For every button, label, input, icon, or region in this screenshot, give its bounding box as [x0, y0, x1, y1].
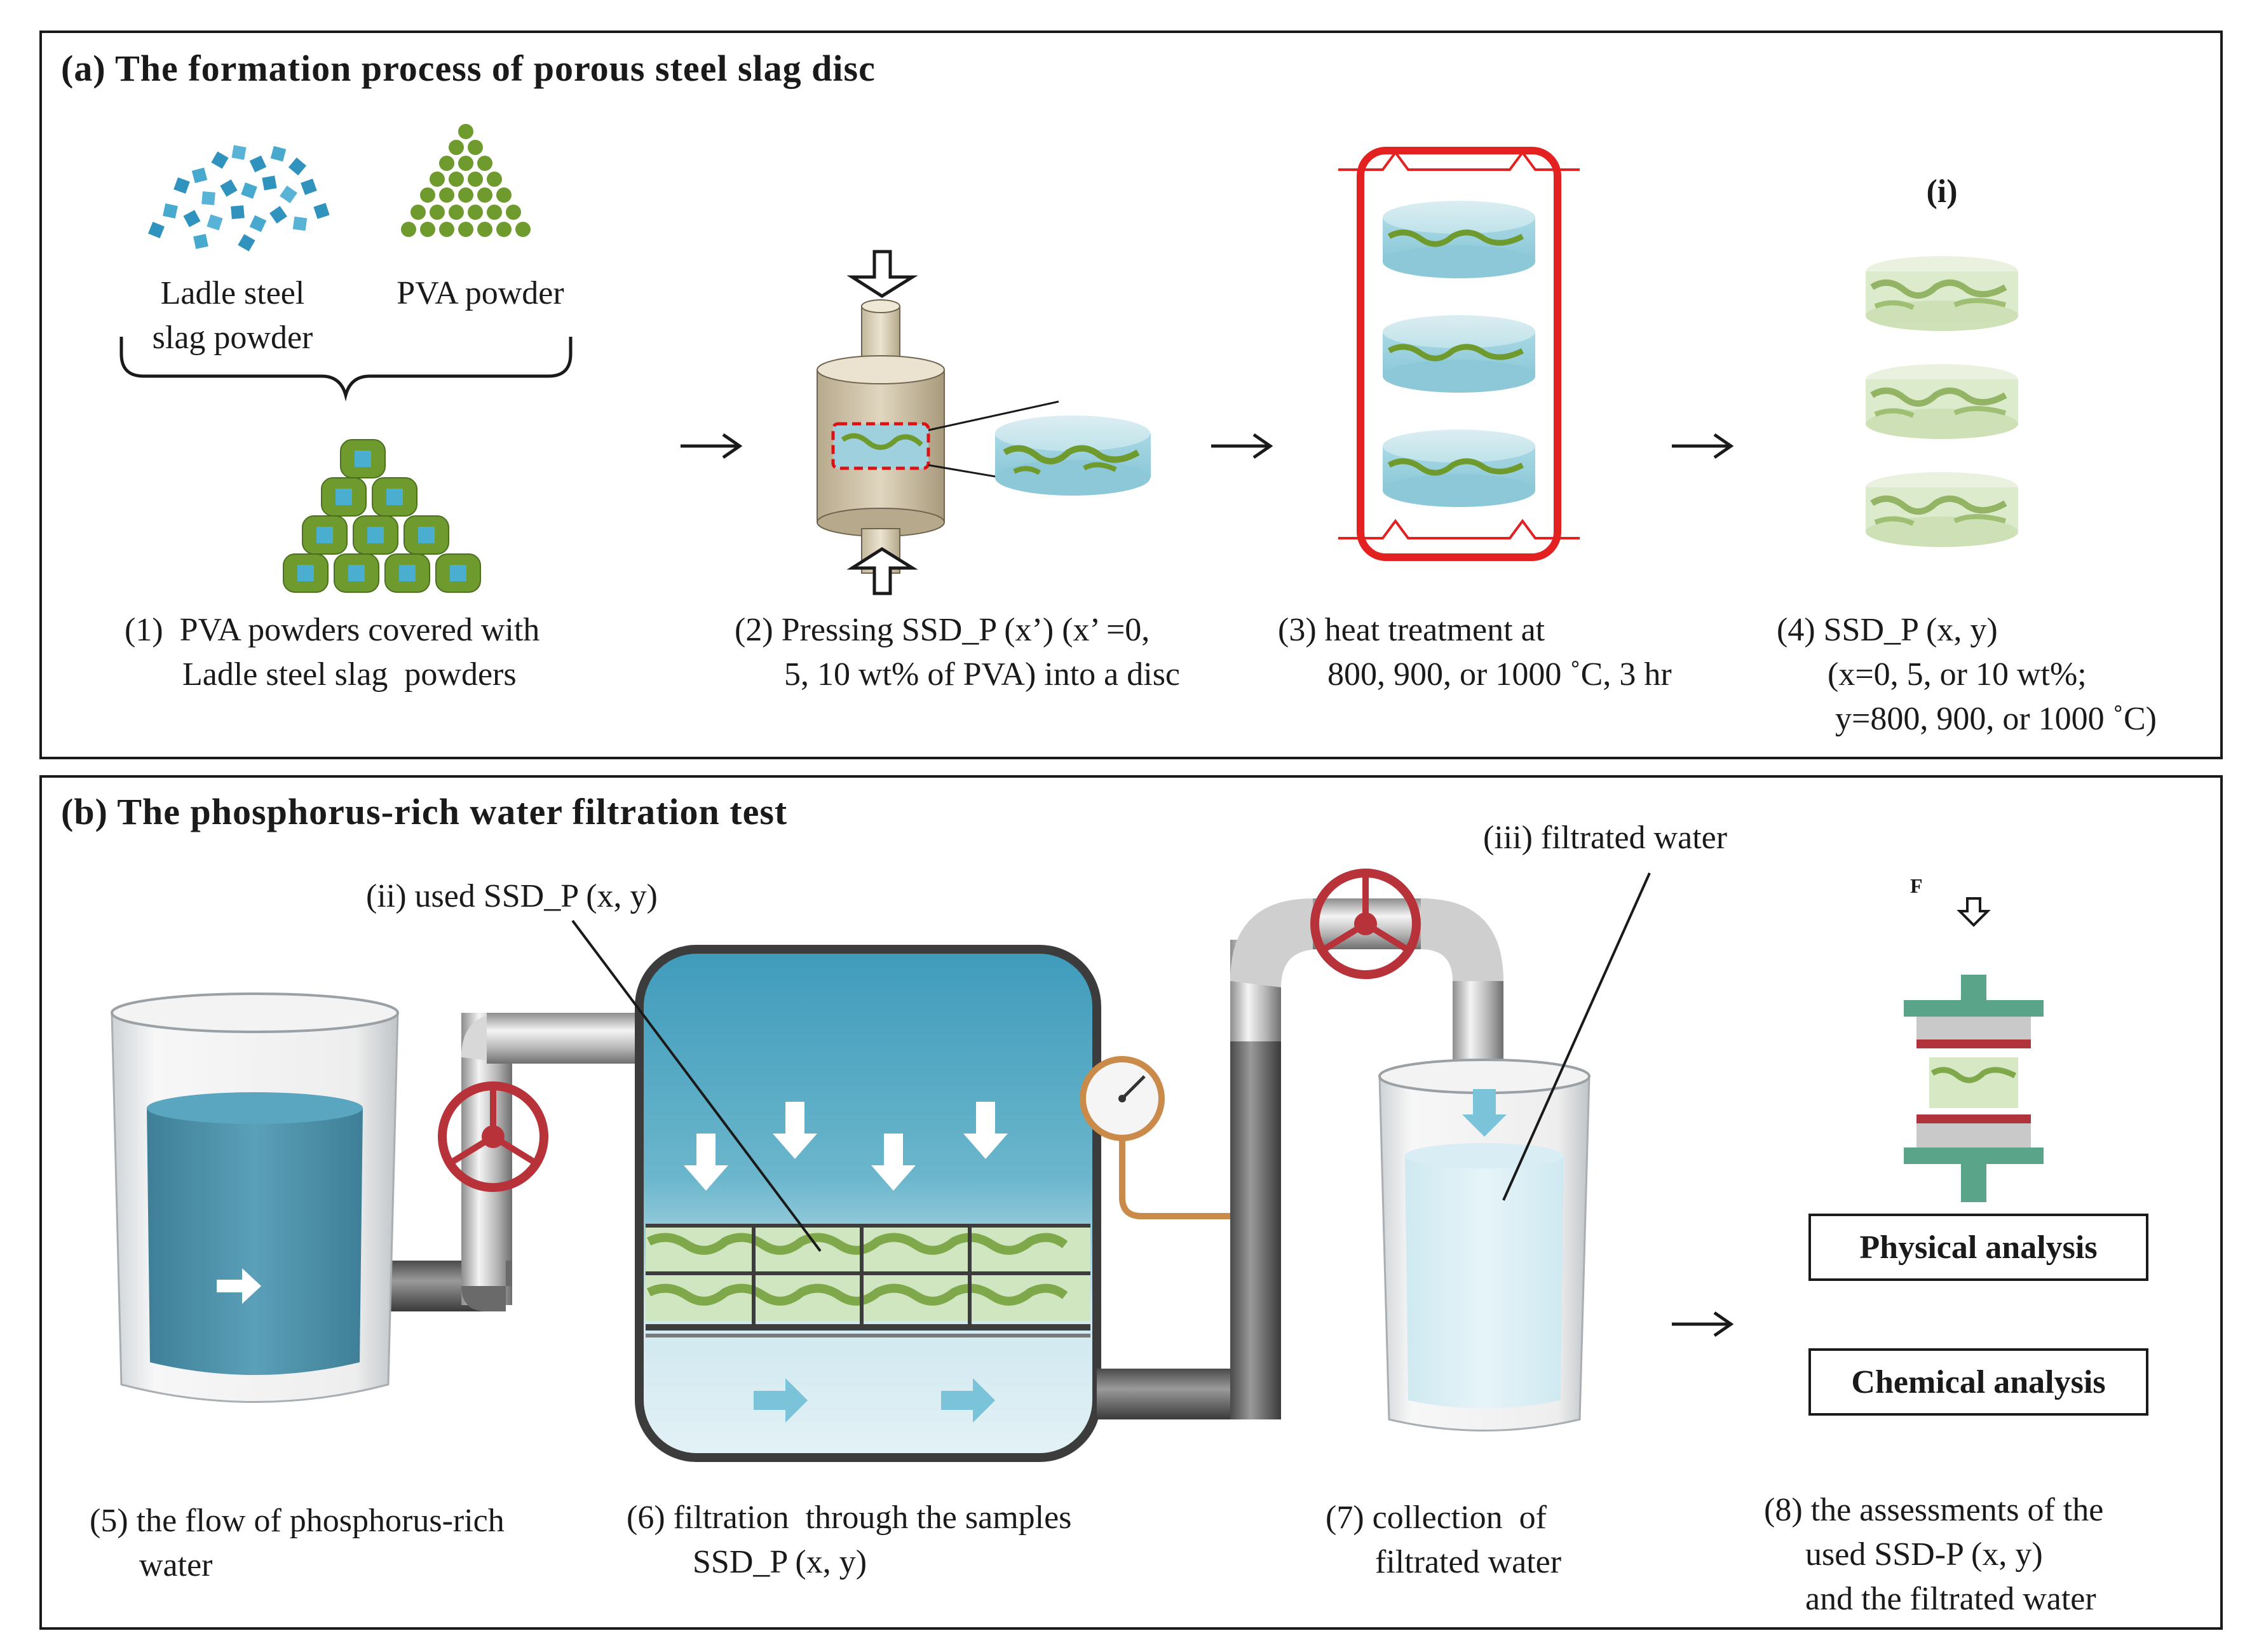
panel-b-title: (b) The phosphorus-rich water filtration…: [61, 791, 788, 832]
grouping-bracket: [119, 337, 573, 402]
porous-disc-stack: [1866, 256, 2018, 547]
panel-filtration-test: (b) The phosphorus-rich water filtration…: [39, 775, 2223, 1630]
ladle-slag-powder-icon: [147, 145, 330, 252]
process-arrow-1: [681, 433, 743, 459]
inlet-valve-icon: [438, 1081, 548, 1192]
pva-powder-label: PVA powder: [397, 275, 564, 311]
step-4-line-2: (x=0, 5, or 10 wt%;: [1828, 656, 2087, 693]
chemical-analysis-box: Chemical analysis: [1808, 1348, 2148, 1416]
source-beaker-icon: [111, 992, 399, 1403]
step-7-label: (7) collection of filtrated water: [1326, 1500, 1562, 1580]
outlet-valve-icon: [1310, 869, 1421, 979]
filtration-tank-icon: [635, 945, 1101, 1462]
marker-i: (i): [1926, 173, 1958, 210]
porous-disc-1: [1866, 256, 2018, 331]
step-4-line-1: (4) SSD_P (x, y): [1777, 612, 1998, 648]
furnace-disc-3: [1383, 430, 1535, 507]
porous-disc-3: [1866, 472, 2018, 547]
force-label: F: [1910, 874, 1923, 897]
step-4-line-3: y=800, 900, or 1000 ˚C): [1835, 701, 2157, 737]
furnace-disc-1: [1383, 201, 1535, 278]
step-5-label: (5) the flow of phosphorus-rich water: [90, 1503, 505, 1583]
panel-b-illustration: [111, 869, 2044, 1462]
pressed-disc-icon: [995, 416, 1151, 496]
process-arrow-3: [1672, 433, 1734, 459]
callout-ii-label: (ii) used SSD_P (x, y): [366, 878, 658, 914]
pva-powder-icon: [401, 124, 531, 237]
outflow-arrows: [754, 1378, 995, 1423]
furnace-disc-stack: [1383, 201, 1535, 507]
porous-disc-2: [1866, 364, 2018, 439]
step-1-label: (1) PVA powders covered with Ladle steel…: [125, 612, 540, 693]
panel-formation-process: (a) The formation process of porous stee…: [39, 30, 2223, 759]
process-arrow-4: [1672, 1311, 1734, 1337]
process-arrow-2: [1211, 433, 1273, 459]
callout-ii-line: [571, 919, 822, 1252]
pressure-gauge-icon: [1080, 1056, 1230, 1219]
downflow-arrows: [684, 1102, 1008, 1191]
physical-analysis-box: Physical analysis: [1808, 1214, 2148, 1281]
step-3-label: (3) heat treatment at 800, 900, or 1000 …: [1278, 612, 1672, 693]
panel-a-title: (a) The formation process of porous stee…: [61, 48, 876, 89]
callout-iii-line: [1502, 872, 1651, 1201]
furnace-disc-2: [1383, 315, 1535, 393]
ladle-slag-label: Ladle steel slag powder: [152, 275, 313, 356]
collection-beaker-icon: [1378, 1059, 1591, 1432]
inlet-pipe: [360, 1013, 671, 1311]
compression-fixture-icon: [1904, 897, 2044, 1202]
pva-covered-slag-icon: [283, 439, 481, 593]
panel-a-illustration: [119, 124, 2018, 595]
press-die-icon: [817, 250, 1059, 595]
step-2-label: (2) Pressing SSD_P (x’) (x’ =0, 5, 10 wt…: [735, 612, 1181, 693]
filter-sample-grid: [646, 1224, 1090, 1324]
callout-iii-label: (iii) filtrated water: [1483, 820, 1728, 856]
step-6-label: (6) filtration through the samples SSD_P…: [627, 1500, 1072, 1580]
step-8-label: (8) the assessments of the used SSD-P (x…: [1764, 1492, 2104, 1617]
